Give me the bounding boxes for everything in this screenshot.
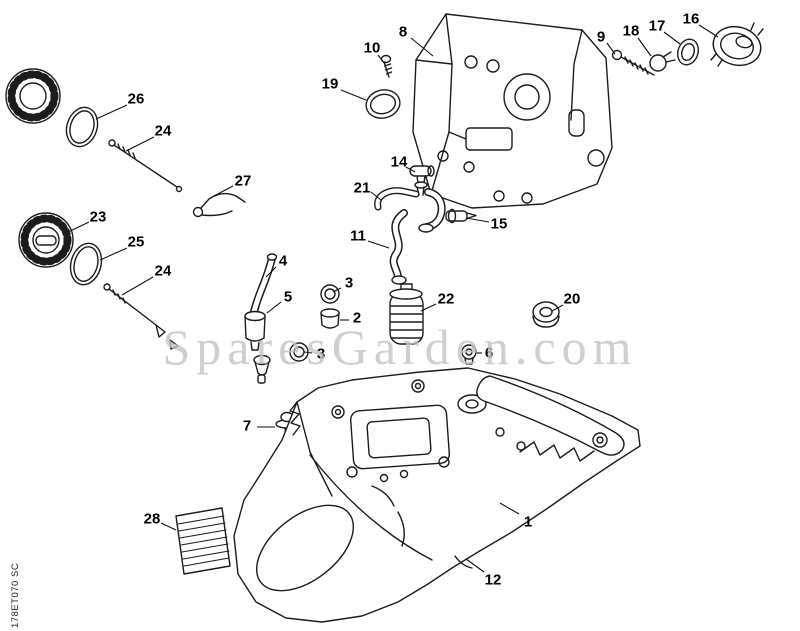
svg-text:1: 1 (524, 513, 532, 530)
callout-24-12: 24 (121, 262, 172, 296)
callout-14-13: 14 (391, 153, 416, 173)
rod-24-lower-shape (103, 283, 179, 350)
callout-24-8: 24 (125, 122, 172, 152)
svg-text:3: 3 (345, 274, 353, 291)
svg-text:27: 27 (235, 172, 252, 189)
callout-2-20: 2 (340, 309, 361, 326)
callout-3-21: 3 (303, 345, 325, 362)
document-code: 178ET070 SC (10, 562, 21, 628)
svg-text:22: 22 (438, 290, 455, 307)
coupler-16-shape (710, 22, 764, 67)
gasket-19-shape (365, 89, 401, 119)
callout-19-2: 19 (322, 75, 367, 101)
part-5-shape (244, 310, 266, 351)
callout-28-28: 28 (144, 510, 177, 531)
svg-text:24: 24 (155, 262, 172, 279)
svg-text:20: 20 (564, 290, 581, 307)
rod-24-upper-shape (108, 139, 183, 193)
tank-housing-shape (233, 367, 641, 623)
grommet-20-shape (532, 301, 560, 328)
callout-23-10: 23 (65, 208, 107, 234)
svg-text:17: 17 (649, 17, 666, 34)
svg-text:19: 19 (322, 75, 339, 92)
grommet-6-shape (461, 344, 477, 365)
wire-27-shape (192, 192, 246, 218)
svg-text:11: 11 (350, 227, 366, 244)
callout-16-6: 16 (683, 10, 719, 38)
svg-text:14: 14 (391, 153, 408, 170)
hose-11-shape (389, 209, 408, 285)
callout-12-27: 12 (465, 558, 502, 588)
callout-3-18: 3 (332, 274, 353, 293)
callout-9-3: 9 (597, 28, 616, 55)
pipe-4-shape (250, 253, 278, 316)
svg-text:12: 12 (485, 571, 502, 588)
ring-17-shape (676, 38, 700, 66)
svg-text:25: 25 (128, 233, 145, 250)
oring-25-shape (69, 242, 103, 286)
callout-26-7: 26 (95, 90, 145, 120)
callout-17-5: 17 (649, 17, 681, 45)
callout-7-25: 7 (243, 417, 275, 434)
hose-21-shape (374, 187, 420, 211)
callout-10-1: 10 (364, 39, 386, 65)
cup-2-shape (320, 308, 340, 329)
svg-text:9: 9 (597, 28, 605, 45)
nozzle-lower-shape (253, 354, 271, 384)
elbow-connector-shape (418, 188, 446, 233)
label-plate-28-shape (175, 507, 231, 575)
fuel-filter-22-shape (389, 283, 424, 345)
svg-text:15: 15 (491, 215, 508, 232)
fitting-15-shape (445, 208, 477, 224)
svg-text:3: 3 (317, 345, 325, 362)
callout-20-23: 20 (551, 290, 581, 312)
svg-text:28: 28 (144, 510, 161, 527)
callout-4-17: 4 (265, 252, 288, 278)
oring-26-shape (65, 106, 99, 148)
cap-upper-shape (5, 68, 61, 124)
screw-10-shape (380, 54, 393, 78)
callout-15-15: 15 (465, 215, 508, 232)
diagram-art (5, 13, 764, 623)
callout-18-4: 18 (623, 22, 652, 57)
svg-text:6: 6 (485, 344, 493, 361)
air-filter-housing-shape (412, 13, 613, 209)
callout-21-14: 21 (354, 179, 382, 201)
svg-text:23: 23 (90, 208, 107, 225)
svg-text:18: 18 (623, 22, 640, 39)
callout-6-24: 6 (477, 344, 493, 361)
clamp-18-shape (649, 51, 676, 72)
svg-text:16: 16 (683, 10, 700, 27)
washer-3-upper-shape (320, 284, 340, 304)
svg-text:5: 5 (284, 288, 292, 305)
svg-text:8: 8 (399, 23, 407, 40)
callout-1-26: 1 (499, 502, 532, 530)
svg-text:4: 4 (279, 252, 288, 269)
svg-text:2: 2 (353, 309, 361, 326)
svg-text:10: 10 (364, 39, 381, 56)
cap-23-shape (18, 212, 74, 268)
svg-text:7: 7 (243, 417, 251, 434)
callout-11-16: 11 (350, 227, 390, 249)
callout-27-9: 27 (213, 172, 252, 197)
svg-text:21: 21 (354, 179, 371, 196)
fitting-14-shape (409, 165, 435, 196)
callout-25-11: 25 (99, 233, 145, 261)
callout-22-22: 22 (420, 290, 455, 312)
callout-8-0: 8 (399, 23, 434, 57)
screw-9-shape (611, 49, 655, 76)
svg-text:26: 26 (128, 90, 145, 107)
callout-5-19: 5 (266, 288, 292, 314)
svg-text:24: 24 (155, 122, 172, 139)
